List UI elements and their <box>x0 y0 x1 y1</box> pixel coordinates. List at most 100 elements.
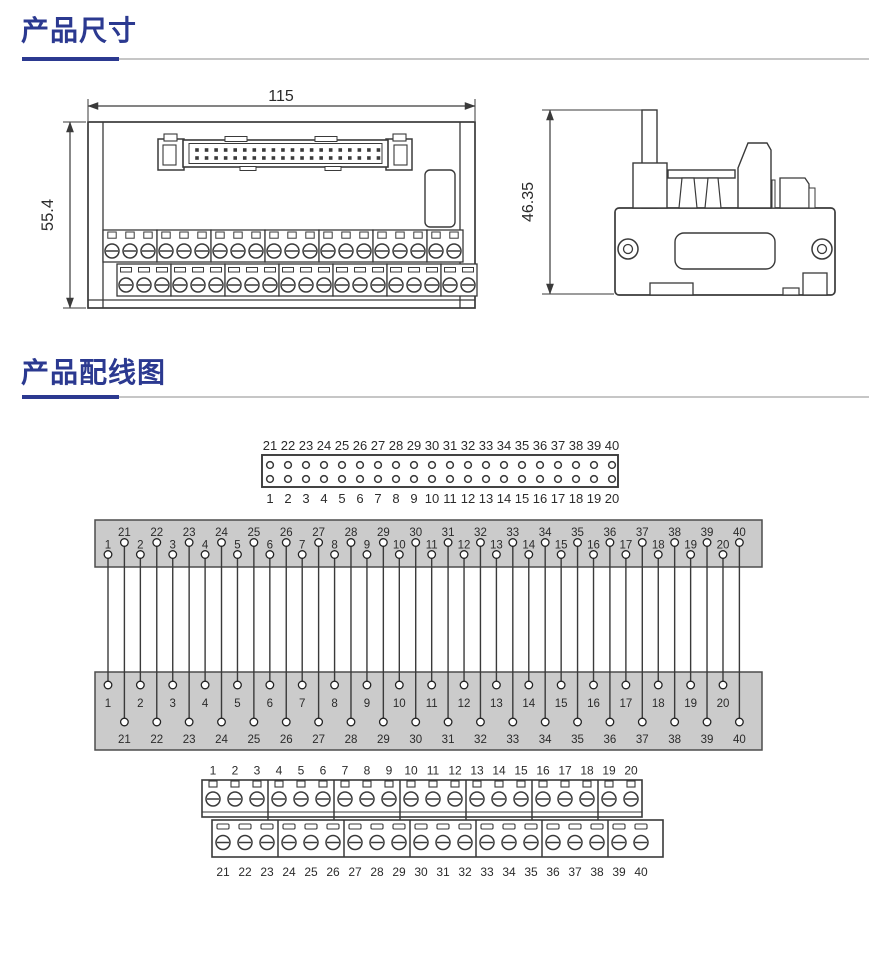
output-upper-pin-label: 20 <box>717 698 730 710</box>
output-pin-icon <box>556 680 566 690</box>
connector-pin <box>281 148 285 152</box>
connector-hole-icon <box>391 474 401 484</box>
section-rule-dimensions <box>22 57 869 61</box>
terminal-slot <box>282 823 296 830</box>
wire-slot <box>390 267 402 273</box>
output-lower-pin-label: 33 <box>506 734 519 746</box>
output-upper-pin-label: 19 <box>684 698 697 710</box>
terminal-slot <box>538 780 548 788</box>
connector-hole-icon <box>391 460 401 470</box>
header-upper-pin-label: 26 <box>280 527 293 539</box>
output-pin-icon <box>540 717 550 727</box>
terminal-bottom-label: 40 <box>634 865 648 879</box>
connector-top-pin-label: 36 <box>533 438 547 453</box>
terminal-slot <box>626 780 636 788</box>
wire-slot <box>305 231 315 239</box>
wire-slot <box>359 231 369 239</box>
output-pin-icon <box>103 680 113 690</box>
output-upper-pin-label: 13 <box>490 698 503 710</box>
header-pin-icon <box>734 538 744 547</box>
wire-slot <box>156 267 168 273</box>
connector-hole-icon <box>571 460 581 470</box>
wire-slot <box>215 231 225 239</box>
terminal-bottom-label: 30 <box>414 865 428 879</box>
header-upper-pin-label: 37 <box>636 527 649 539</box>
output-pin-icon <box>734 717 744 727</box>
header-pin-icon <box>637 538 647 547</box>
terminal-slot <box>348 823 362 830</box>
connector-pin <box>195 156 199 160</box>
header-lower-pin-label: 10 <box>393 540 406 552</box>
terminal-top-label: 8 <box>364 764 371 778</box>
header-pin-icon <box>556 550 566 559</box>
header-lower-pin-label: 3 <box>170 540 176 552</box>
output-pin-icon <box>605 717 615 727</box>
header-pin-icon <box>427 550 437 559</box>
connector-top-pin-label: 39 <box>587 438 601 453</box>
header-upper-pin-label: 21 <box>118 527 131 539</box>
terminal-slot <box>216 823 230 830</box>
terminal-top-label: 12 <box>448 764 462 778</box>
terminal-slot <box>546 823 560 830</box>
front-height-dimension-label: 55.4 <box>40 199 57 231</box>
connector-bottom-pin-label: 3 <box>302 491 309 506</box>
terminal-bottom-label: 25 <box>304 865 318 879</box>
terminal-bottom-label: 29 <box>392 865 406 879</box>
connector-bottom-pin-label: 1 <box>266 491 273 506</box>
output-pin-icon <box>314 717 324 727</box>
wire-slot <box>282 267 294 273</box>
terminal-top-label: 2 <box>232 764 239 778</box>
header-lower-pin-label: 2 <box>137 540 143 552</box>
terminal-top-label: 20 <box>624 764 638 778</box>
connector-bottom-pin-label: 4 <box>320 491 327 506</box>
header-pin-icon <box>411 538 421 547</box>
header-upper-pin-label: 38 <box>668 527 681 539</box>
terminal-slot <box>238 823 252 830</box>
header-upper-pin-label: 39 <box>701 527 714 539</box>
header-pin-icon <box>297 550 307 559</box>
header-upper-pin-label: 34 <box>539 527 552 539</box>
header-pin-icon <box>168 550 178 559</box>
output-lower-pin-label: 27 <box>312 734 325 746</box>
output-lower-pin-label: 28 <box>345 734 358 746</box>
connector-pin <box>223 148 228 152</box>
wire-slot <box>287 231 297 239</box>
header-upper-pin-label: 36 <box>604 527 617 539</box>
connector-bottom-pin-label: 16 <box>533 491 547 506</box>
connector-pin <box>214 156 218 160</box>
connector-hole-icon <box>481 460 491 470</box>
bar-foot <box>704 177 722 209</box>
terminal-top-label: 18 <box>580 764 594 778</box>
connector-pin <box>338 156 343 160</box>
terminal-top-label: 4 <box>276 764 283 778</box>
wire-slot <box>408 267 420 273</box>
terminal-bottom-label: 26 <box>326 865 340 879</box>
output-upper-pin-label: 12 <box>458 698 471 710</box>
connector-bottom-pin-label: 20 <box>605 491 619 506</box>
terminal-slot <box>524 823 538 830</box>
connector-pin <box>262 156 266 160</box>
output-upper-pin-label: 2 <box>137 698 143 710</box>
connector-bottom-pin-label: 18 <box>569 491 583 506</box>
connector-hole-icon <box>337 460 347 470</box>
header-lower-pin-label: 19 <box>684 540 697 552</box>
output-upper-pin-label: 9 <box>364 698 370 710</box>
terminal-bottom-label: 35 <box>524 865 538 879</box>
connector-hole-icon <box>445 460 455 470</box>
output-pin-icon <box>152 717 162 727</box>
terminal-slot <box>436 823 450 830</box>
front-width-dimension-label: 115 <box>268 88 294 105</box>
wire-slot <box>138 267 150 273</box>
connector-bottom-pin-label: 2 <box>284 491 291 506</box>
output-upper-pin-label: 1 <box>105 698 111 710</box>
output-upper-pin-label: 5 <box>234 698 240 710</box>
terminal-slot <box>326 823 340 830</box>
connector-pin <box>242 156 247 160</box>
header-pin-icon <box>233 550 242 559</box>
connector-key-tab <box>314 136 338 142</box>
wire-slot <box>341 231 351 239</box>
header-pin-icon <box>394 550 404 559</box>
terminal-top-label: 1 <box>210 764 217 778</box>
header-pin-icon <box>135 550 145 559</box>
connector-hole-icon <box>355 460 365 470</box>
